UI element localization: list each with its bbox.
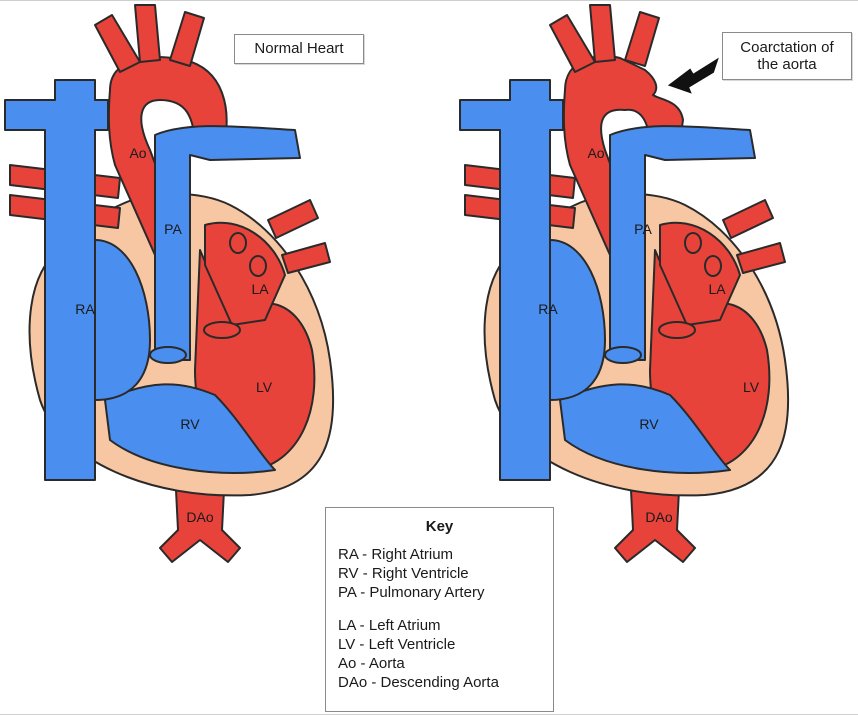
key-item-lv: LV - Left Ventricle [338, 636, 456, 653]
coarctation-title: Coarctation of the aorta [722, 32, 852, 80]
label-rv: RV [639, 416, 659, 432]
coarctation-arrow-icon [667, 57, 719, 94]
key-item-ao: Ao - Aorta [338, 655, 405, 672]
label-pa: PA [164, 221, 182, 237]
left-atrium [204, 221, 286, 326]
normal-heart-title: Normal Heart [234, 34, 364, 64]
label-rv: RV [180, 416, 200, 432]
right-ventricle [104, 383, 276, 474]
superior-vena-cava [4, 79, 109, 481]
key-title: Key [425, 518, 454, 535]
mitral-valve [658, 321, 696, 339]
label-la: LA [251, 281, 269, 297]
pulmonary-valve [149, 346, 187, 364]
key-item-ra: RA - Right Atrium [338, 546, 454, 563]
key-legend: Key RA - Right Atrium RV - Right Ventric… [325, 507, 554, 712]
label-dao: DAo [186, 509, 213, 525]
superior-vena-cava [459, 79, 564, 481]
key-item-pa: PA - Pulmonary Artery [338, 584, 485, 601]
pulmonary-artery [609, 125, 756, 361]
coarctation-title-line1: Coarctation of [740, 39, 834, 56]
key-item-la: LA - Left Atrium [338, 617, 441, 634]
pulmonary-veins [267, 199, 331, 274]
pulmonary-artery [154, 125, 301, 361]
label-ra: RA [75, 301, 95, 317]
pulmonary-veins [722, 199, 786, 274]
right-atrium [94, 239, 151, 401]
normal-heart-title-text: Normal Heart [254, 40, 344, 57]
label-pa: PA [634, 221, 652, 237]
key-item-dao: DAo - Descending Aorta [338, 674, 499, 691]
aortic-branches [549, 4, 660, 73]
mitral-valve [203, 321, 241, 339]
coarctation-heart-diagram: Ao PA RA LA LV RV DAo [459, 4, 790, 563]
pulmonary-valve [604, 346, 642, 364]
label-la: LA [708, 281, 726, 297]
right-ventricle [559, 383, 731, 474]
aorta [107, 56, 228, 256]
label-ao: Ao [587, 145, 604, 161]
label-lv: LV [743, 379, 760, 395]
label-dao: DAo [645, 509, 672, 525]
right-atrium [549, 239, 606, 401]
left-atrium [659, 221, 741, 326]
label-ao: Ao [129, 145, 146, 161]
key-item-rv: RV - Right Ventricle [338, 565, 469, 582]
key-spacer [338, 602, 541, 616]
normal-heart-diagram: Ao PA RA LA LV RV DAo [4, 4, 335, 563]
aortic-branches [94, 4, 205, 73]
label-lv: LV [256, 379, 273, 395]
label-ra: RA [538, 301, 558, 317]
coarctation-title-line2: the aorta [757, 56, 817, 73]
